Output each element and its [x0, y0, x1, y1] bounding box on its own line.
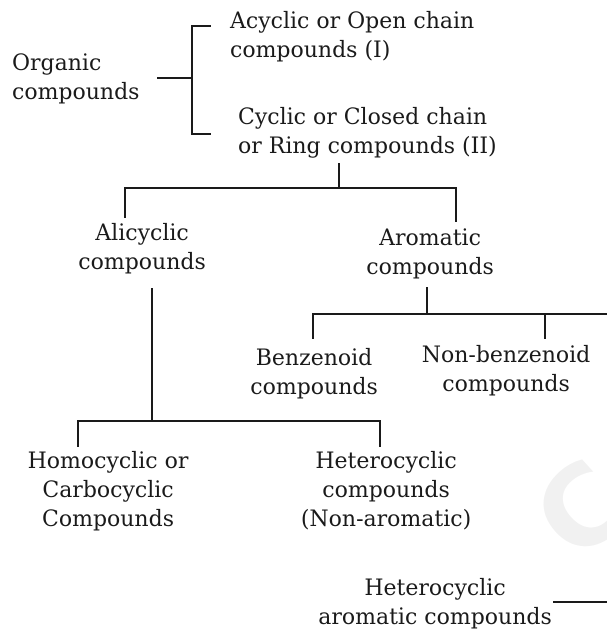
- node-text: Aromatic: [379, 226, 481, 251]
- node-text: aromatic compounds: [318, 605, 552, 630]
- node-text: compounds: [250, 375, 378, 400]
- node-homocyclic-compounds: Homocyclic or Carbocyclic Compounds: [8, 447, 208, 534]
- node-text: compounds: [12, 80, 140, 105]
- node-text: Cyclic or Closed chain: [238, 105, 488, 130]
- node-text: compounds (I): [230, 38, 391, 63]
- node-text: Carbocyclic: [42, 478, 174, 503]
- node-heterocyclic-nonaromatic-compounds: Heterocyclic compounds (Non-aromatic): [296, 447, 476, 534]
- node-text: Homocyclic or: [27, 449, 189, 474]
- node-text: compounds: [78, 250, 206, 275]
- node-text: compounds: [322, 478, 450, 503]
- node-text: Alicyclic: [95, 221, 189, 246]
- node-alicyclic-compounds: Alicyclic compounds: [60, 219, 224, 277]
- node-text: Compounds: [42, 507, 174, 532]
- node-text: Benzenoid: [255, 346, 373, 371]
- node-heterocyclic-aromatic-compounds: Heterocyclic aromatic compounds: [300, 574, 570, 632]
- node-text: Organic: [12, 51, 102, 76]
- node-non-benzenoid-compounds: Non-benzenoid compounds: [408, 341, 604, 399]
- node-aromatic-compounds: Aromatic compounds: [348, 224, 512, 282]
- node-text: Acyclic or Open chain: [230, 9, 475, 34]
- node-text: compounds: [442, 372, 570, 397]
- node-text: Heterocyclic: [364, 576, 506, 601]
- node-text: Heterocyclic: [315, 449, 457, 474]
- node-text: compounds: [366, 255, 494, 280]
- node-cyclic-compounds: Cyclic or Closed chain or Ring compounds…: [238, 103, 497, 161]
- node-benzenoid-compounds: Benzenoid compounds: [232, 344, 396, 402]
- node-organic-compounds: Organic compounds: [12, 49, 139, 107]
- node-text: (Non-aromatic): [300, 507, 472, 532]
- node-text: Non-benzenoid: [421, 343, 591, 368]
- node-text: or Ring compounds (II): [238, 134, 497, 159]
- node-acyclic-compounds: Acyclic or Open chain compounds (I): [230, 7, 474, 65]
